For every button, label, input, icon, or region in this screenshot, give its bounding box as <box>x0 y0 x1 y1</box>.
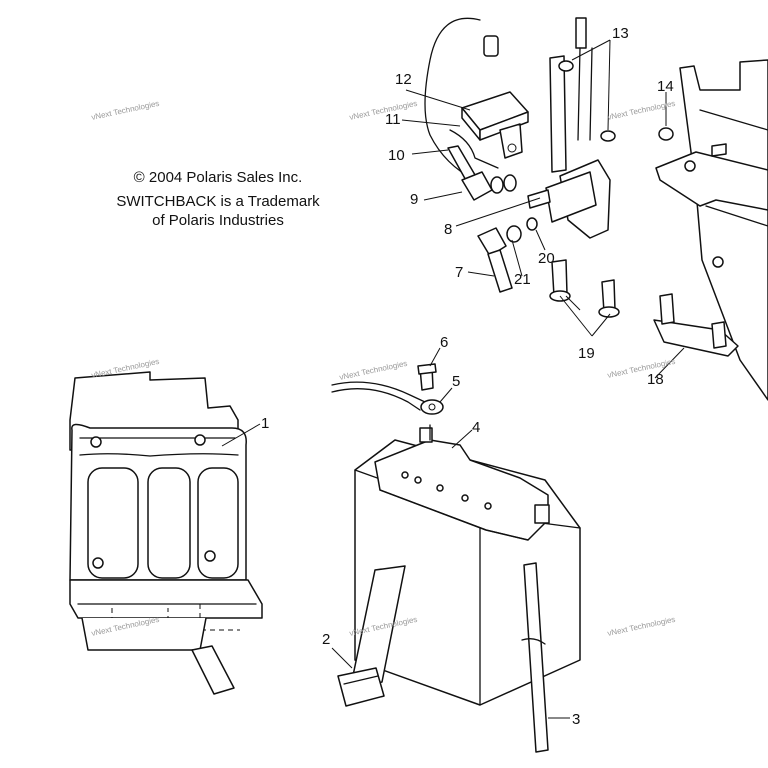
callout-8: 8 <box>444 221 452 238</box>
watermark-text: vNext Technologies <box>607 615 677 638</box>
callout-5: 5 <box>452 373 460 390</box>
copyright-line: © 2004 Polaris Sales Inc. <box>133 169 303 186</box>
copyright-notice: © 2004 Polaris Sales Inc. SWITCHBACK is … <box>108 168 328 230</box>
callout-6: 6 <box>440 334 448 351</box>
hold-down-strap <box>337 565 406 707</box>
vent-tube <box>521 562 549 753</box>
callout-19: 19 <box>578 345 595 362</box>
callout-18: 18 <box>647 371 664 388</box>
callout-9: 9 <box>410 191 418 208</box>
trademark-owner-line: of Polaris Industries <box>152 212 284 229</box>
callout-labels: 1 2 3 4 5 6 7 8 9 10 11 12 13 14 18 19 2… <box>261 25 674 728</box>
callout-21: 21 <box>514 271 531 288</box>
callout-2: 2 <box>322 631 330 648</box>
callout-4: 4 <box>472 419 480 436</box>
watermark-text: vNext Technologies <box>349 99 419 122</box>
starter-solenoid <box>527 17 616 239</box>
battery-bracket <box>69 371 263 695</box>
chassis-bracket <box>655 59 768 401</box>
leader-lines <box>221 39 685 719</box>
callout-13: 13 <box>612 25 629 42</box>
callout-14: 14 <box>657 78 674 95</box>
callout-11: 11 <box>385 111 401 128</box>
boot-and-nuts <box>447 145 517 201</box>
battery-cable-end <box>477 217 538 293</box>
watermark-text: vNext Technologies <box>339 359 409 382</box>
callout-7: 7 <box>455 264 463 281</box>
callout-20: 20 <box>538 250 555 267</box>
watermark-text: vNext Technologies <box>607 357 677 380</box>
callout-10: 10 <box>388 147 405 164</box>
callout-1: 1 <box>261 415 269 432</box>
mounting-plate <box>653 293 739 357</box>
watermark-text: vNext Technologies <box>91 99 161 122</box>
battery <box>354 424 581 706</box>
fuse-holder <box>424 17 529 181</box>
mounting-bolts <box>549 259 620 318</box>
trademark-line: SWITCHBACK is a Trademark <box>116 193 320 210</box>
callout-3: 3 <box>572 711 580 728</box>
battery-cable-terminal <box>331 363 444 415</box>
callout-12: 12 <box>395 71 412 88</box>
